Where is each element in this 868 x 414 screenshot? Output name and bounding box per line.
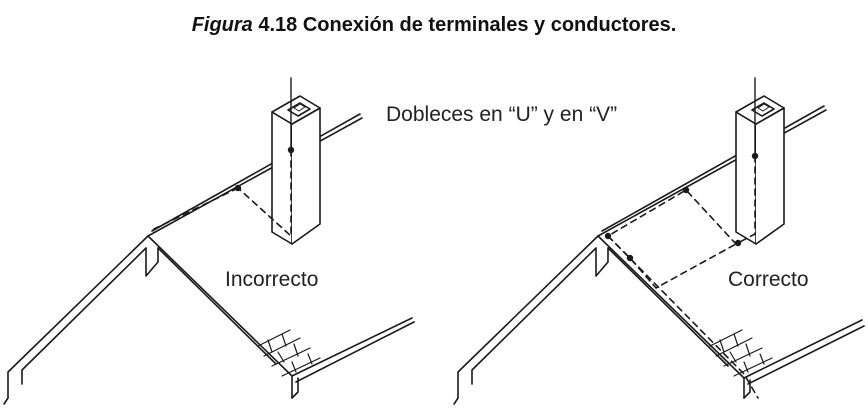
- correct-label: Correcto: [728, 268, 809, 291]
- ridge-connection-dot: [682, 186, 690, 194]
- chimney-side: [291, 107, 321, 245]
- roof-gable-left: [457, 235, 599, 399]
- fascia-right: [291, 377, 299, 399]
- chimney-flue-inner: [757, 103, 770, 112]
- fascia-left: [3, 397, 9, 405]
- chimney-flue-inner: [293, 103, 306, 112]
- gable-peak-box: [595, 247, 609, 277]
- roof-eave-lower: [295, 321, 415, 383]
- figure-word: Figura: [191, 14, 253, 36]
- conductor-correct: [607, 155, 756, 289]
- chimney-flue: [287, 102, 311, 117]
- roof-gable-right-inner: [157, 247, 277, 365]
- roof-gable-left: [7, 235, 149, 399]
- conductor-down: [607, 235, 759, 399]
- fascia-right: [743, 379, 751, 399]
- shingles: [257, 329, 321, 377]
- slope-dot: [626, 254, 634, 262]
- roof-gable-right-inner: [607, 247, 729, 367]
- incorrect-label: Incorrecto: [225, 268, 319, 291]
- roof-gable-left-inner: [471, 247, 597, 385]
- chimney-front: [735, 111, 757, 245]
- roof-ridge: [597, 109, 827, 237]
- roof-correct: [453, 77, 865, 405]
- roof-ridge-upper: [601, 105, 825, 232]
- roof-eave: [291, 317, 413, 377]
- chimney-front: [271, 111, 293, 245]
- figure-caption: Figura 4.18 Conexión de terminales y con…: [0, 14, 868, 37]
- roof-eave: [743, 319, 863, 379]
- roof-gable-left-inner: [21, 247, 147, 385]
- fascia-left: [453, 397, 459, 405]
- roof-incorrect: [3, 77, 415, 405]
- ridge-end-dot: [604, 232, 612, 240]
- ridge-connection-dot: [234, 184, 242, 192]
- conductor-incorrect: [151, 149, 292, 237]
- shingles: [709, 329, 773, 377]
- chimney-side: [755, 107, 785, 245]
- gable-peak-box: [145, 247, 159, 277]
- roof-eave-lower: [747, 325, 865, 385]
- roof-ridge: [147, 117, 363, 237]
- roof-ridge-upper: [151, 113, 361, 232]
- chimney-base-dot: [734, 239, 742, 247]
- figure-title: 4.18 Conexión de terminales y conductore…: [258, 14, 677, 36]
- bends-label: Dobleces en “U” y en “V”: [386, 103, 618, 126]
- chimney-flue: [751, 102, 775, 117]
